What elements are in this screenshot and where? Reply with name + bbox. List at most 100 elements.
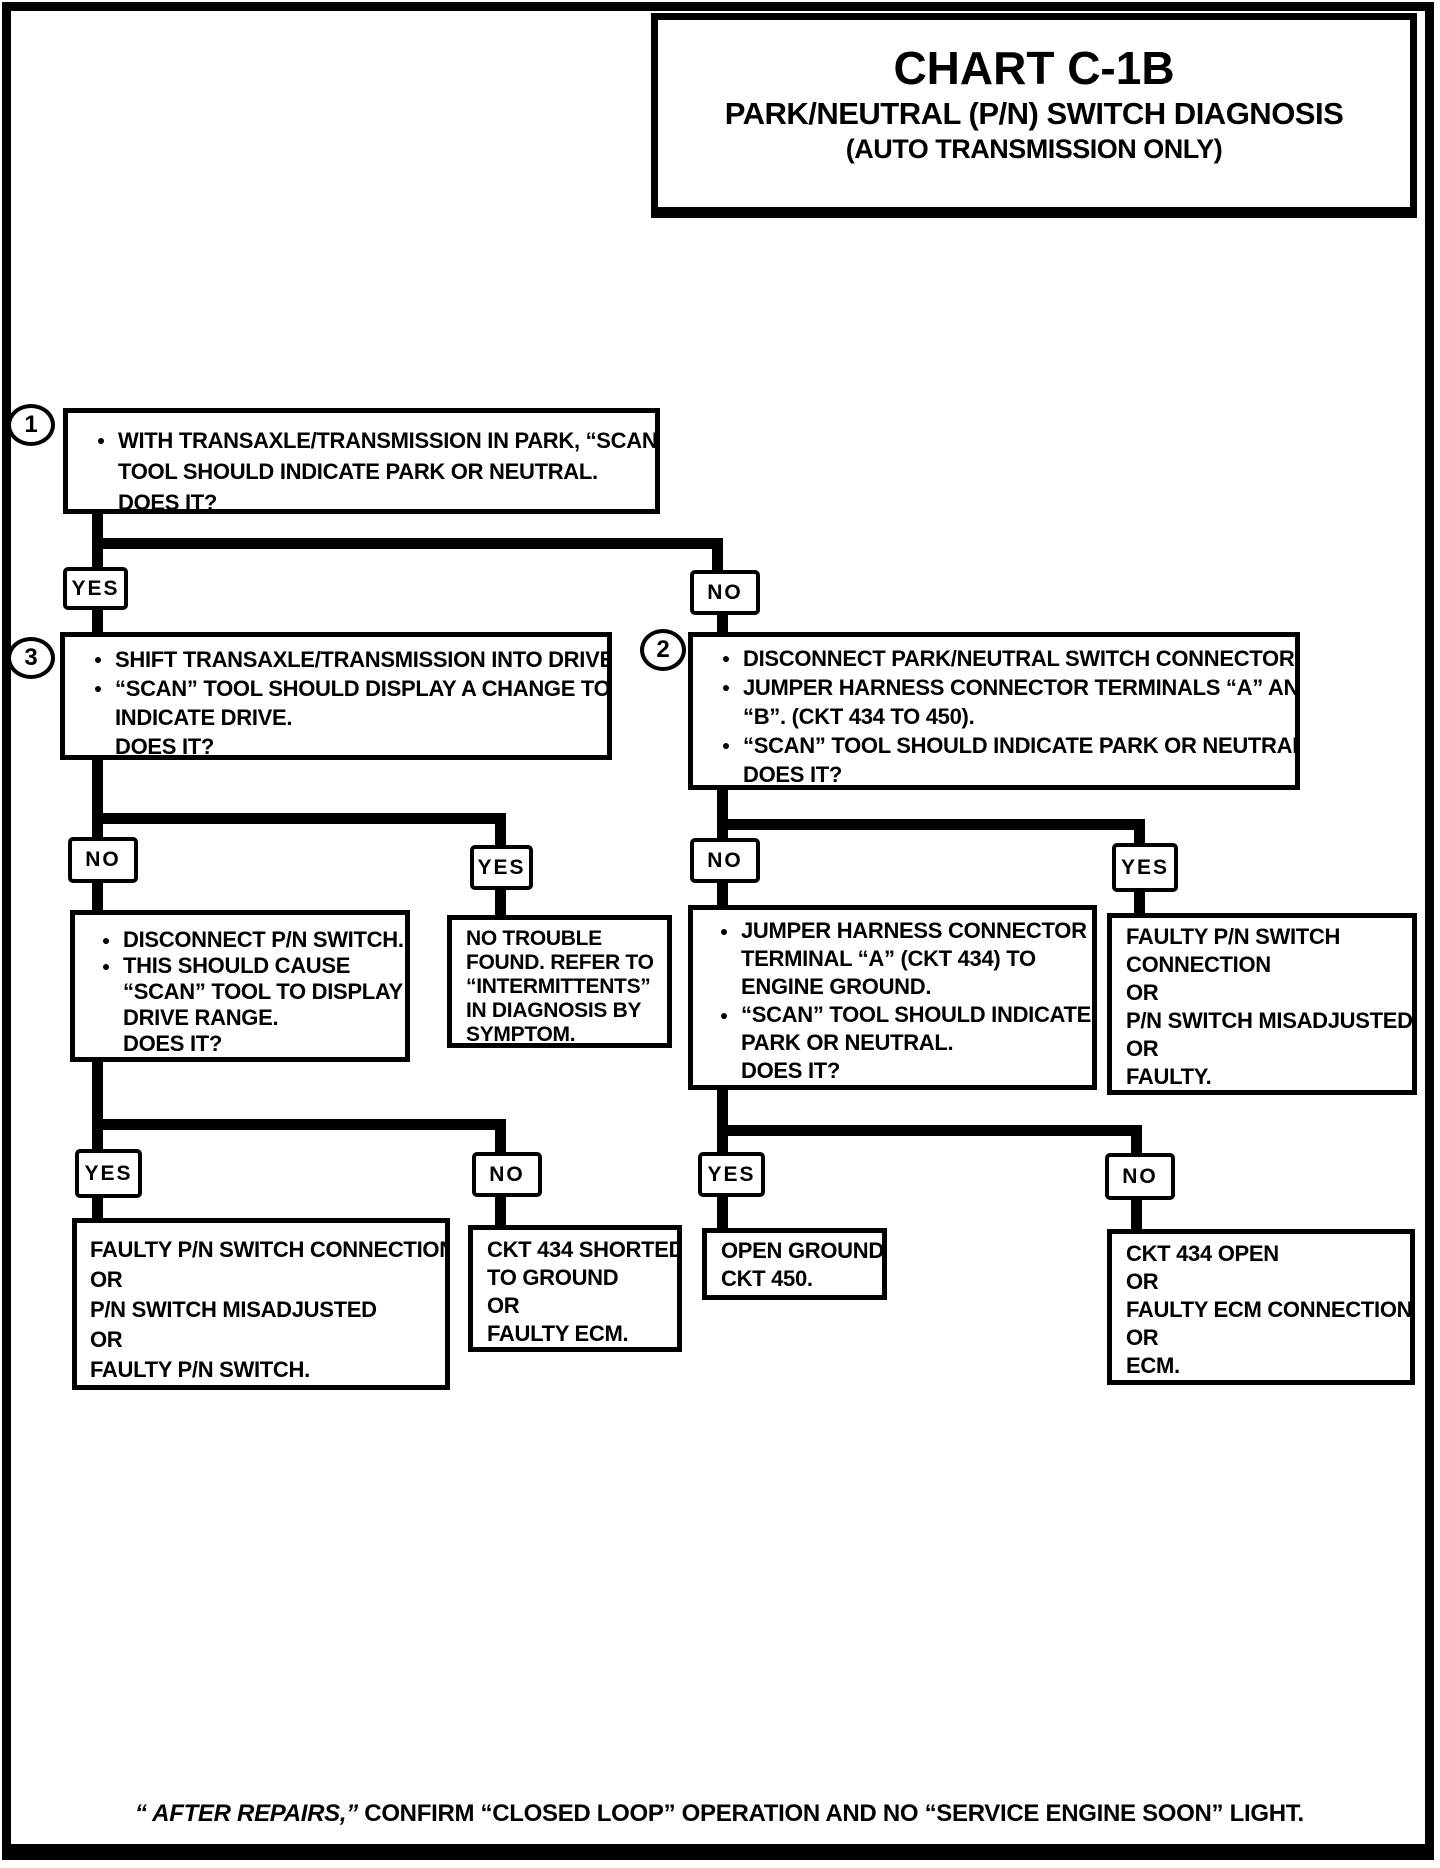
box-text-line: FAULTY ECM CONNECTION — [1126, 1297, 1413, 1322]
connector-line — [92, 883, 103, 910]
box-text-line: OR — [90, 1267, 123, 1292]
box-text-line: CKT 434 OPEN — [1126, 1241, 1279, 1266]
box-text-line: “SCAN” TOOL TO DISPLAY — [123, 979, 403, 1004]
box-text-line: FAULTY P/N SWITCH. — [90, 1357, 310, 1382]
step-3-circle: 3 — [7, 637, 55, 679]
connector-line — [1131, 1136, 1142, 1153]
branch-label-no-3: NO — [68, 837, 138, 883]
bullet-dot: ● — [96, 432, 106, 448]
box-text-line: FAULTY ECM. — [487, 1321, 629, 1346]
connector-line — [92, 1198, 103, 1218]
box-text-line: ENGINE GROUND. — [741, 974, 932, 999]
box-text-line: OR — [1126, 1269, 1159, 1294]
box-text-line: FAULTY. — [1126, 1064, 1212, 1089]
box-text-line: “SCAN” TOOL SHOULD DISPLAY A CHANGE TO — [115, 676, 611, 701]
after-repairs-note: “ AFTER REPAIRS,” CONFIRM “CLOSED LOOP” … — [135, 1800, 1304, 1828]
box-text-line: CONNECTION — [1126, 952, 1271, 977]
box-text-line: DRIVE RANGE. — [123, 1005, 279, 1030]
box-text-line: TERMINAL “A” (CKT 434) TO — [741, 946, 1036, 971]
bullet-spacer — [89, 1005, 123, 1031]
box-text-line: OR — [1126, 1325, 1159, 1350]
box-text-line: P/N SWITCH MISADJUSTED — [1126, 1008, 1413, 1033]
branch-label-yes-4: YES — [75, 1149, 142, 1198]
connector-line — [717, 1090, 728, 1152]
box-text-line: WITH TRANSAXLE/TRANSMISSION IN PARK, “SC… — [118, 428, 660, 453]
box-text-line: SHIFT TRANSAXLE/TRANSMISSION INTO DRIVE. — [115, 647, 612, 672]
step-2-circle: 2 — [640, 629, 686, 671]
box-text-line: P/N SWITCH MISADJUSTED — [90, 1297, 377, 1322]
connector-line — [92, 538, 723, 549]
connector-line — [1134, 830, 1145, 843]
box-text-line: FAULTY P/N SWITCH CONNECTION — [90, 1237, 450, 1262]
connector-line — [712, 549, 723, 570]
box-text-line: DISCONNECT P/N SWITCH. — [123, 927, 404, 952]
bullet-spacer — [707, 1057, 741, 1085]
chart-subtitle-2: (AUTO TRANSMISSION ONLY) — [845, 134, 1223, 164]
bullet-spacer — [707, 945, 741, 973]
result-box-ckt-434-open: CKT 434 OPEN OR FAULTY ECM CONNECTION OR ECM… — [1107, 1229, 1415, 1385]
box-text-line: THIS SHOULD CAUSE — [123, 953, 351, 978]
box-text-line: INDICATE DRIVE. — [115, 705, 293, 730]
decision-box-shift-into-drive: ● SHIFT TRANSAXLE/TRANSMISSION INTO DRIVE… — [60, 632, 612, 760]
branch-label-yes-1: YES — [63, 567, 128, 610]
box-text-line: CKT 450. — [721, 1266, 813, 1291]
connector-line — [1134, 892, 1145, 913]
connector-line — [1131, 1200, 1142, 1229]
branch-label-yes-3: YES — [470, 845, 533, 890]
box-text-line: “INTERMITTENTS” — [466, 975, 651, 998]
bullet-spacer — [81, 732, 115, 755]
box-text-line: OPEN GROUND — [721, 1238, 884, 1263]
connector-line — [92, 1062, 103, 1149]
branch-label-no-4: NO — [472, 1152, 542, 1197]
box-text-line: JUMPER HARNESS CONNECTOR — [741, 918, 1087, 943]
after-repairs-note-text: CONFIRM “CLOSED LOOP” OPERATION AND NO “… — [364, 1800, 1304, 1827]
box-text-line: OR — [487, 1293, 520, 1318]
box-text-line: TO GROUND — [487, 1265, 619, 1290]
box-text-line: “B”. (CKT 434 TO 450). — [743, 704, 975, 729]
title-box: CHART C-1B PARK/NEUTRAL (P/N) SWITCH DIA… — [651, 13, 1417, 218]
bullet-dot: ● — [101, 932, 111, 948]
box-text-line: JUMPER HARNESS CONNECTOR TERMINALS “A” A… — [743, 675, 1300, 700]
after-repairs-note-italic: “ AFTER REPAIRS,” — [135, 1800, 365, 1827]
decision-box-scan-park-neutral: ● WITH TRANSAXLE/TRANSMISSION IN PARK, “S… — [63, 408, 660, 514]
bullet-dot: ● — [93, 680, 103, 696]
box-text-line: ECM. — [1126, 1353, 1180, 1378]
step-1-circle: 1 — [7, 404, 55, 446]
connector-line — [495, 890, 506, 915]
connector-line — [495, 1197, 506, 1225]
branch-label-no-1: NO — [690, 570, 760, 615]
box-text-line: TOOL SHOULD INDICATE PARK OR NEUTRAL. — [118, 459, 598, 484]
connector-line — [717, 790, 728, 838]
bullet-spacer — [84, 487, 118, 509]
bullet-spacer — [84, 456, 118, 487]
chart-title: CHART C-1B — [893, 42, 1175, 94]
bullet-spacer — [707, 1029, 741, 1057]
bullet-dot: ● — [719, 923, 729, 939]
connector-line — [495, 824, 506, 845]
box-text-line: FOUND. REFER TO — [466, 951, 654, 974]
connector-line — [717, 615, 728, 632]
box-text-line: “SCAN” TOOL SHOULD INDICATE — [741, 1002, 1092, 1027]
connector-line — [92, 813, 506, 824]
bullet-dot: ● — [719, 1007, 729, 1023]
box-text-line: NO TROUBLE — [466, 927, 602, 950]
box-text-line: DOES IT? — [741, 1058, 841, 1083]
bullet-spacer — [81, 703, 115, 732]
box-text-line: DOES IT? — [743, 762, 843, 787]
result-box-open-ground-ckt-450: OPEN GROUND CKT 450. — [702, 1228, 887, 1300]
box-text-line: DOES IT? — [115, 734, 215, 759]
result-box-faulty-pn-switch: FAULTY P/N SWITCH CONNECTION OR P/N SWITCH… — [72, 1218, 450, 1390]
bullet-spacer — [89, 979, 123, 1005]
branch-label-no-2: NO — [690, 838, 760, 883]
connector-line — [92, 1119, 506, 1130]
box-text-line: DOES IT? — [118, 490, 218, 514]
bullet-spacer — [707, 973, 741, 1001]
bullet-spacer — [709, 702, 743, 731]
bullet-dot: ● — [721, 679, 731, 695]
box-text-line: SYMPTOM. — [466, 1023, 576, 1046]
